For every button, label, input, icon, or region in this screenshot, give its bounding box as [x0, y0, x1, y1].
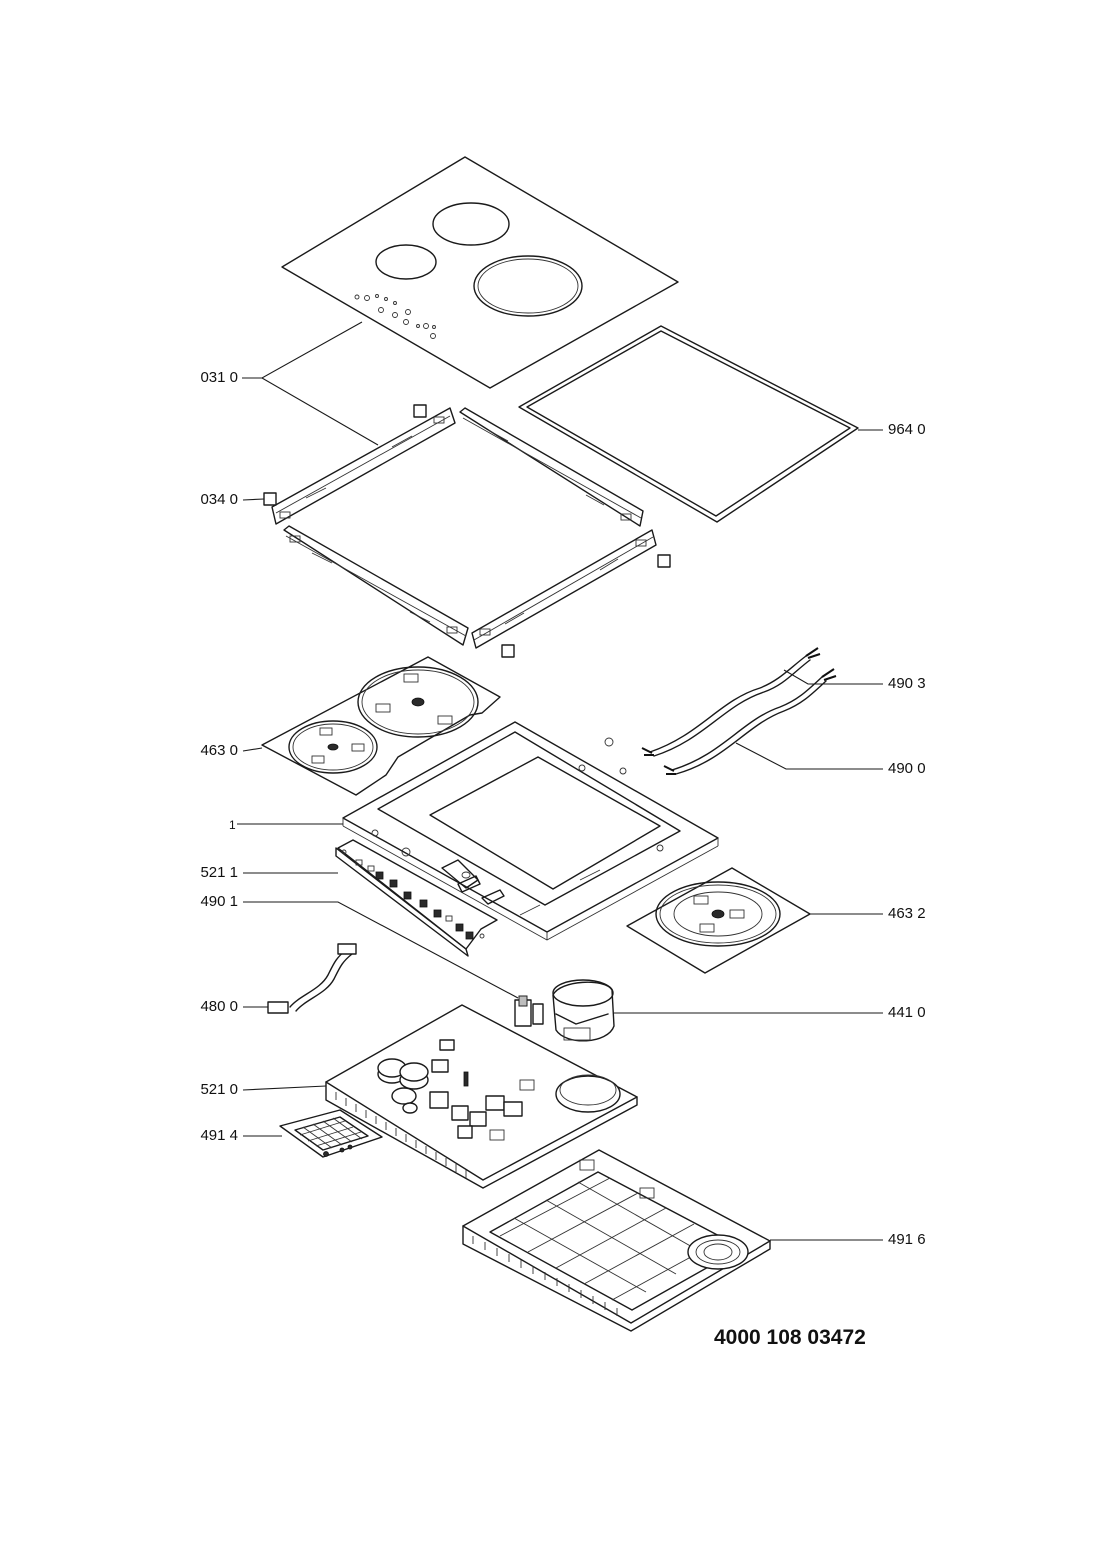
gasket-seal [518, 325, 859, 523]
part-label-031-0: 031 0 [200, 369, 238, 386]
touch-control-markings [354, 294, 436, 339]
part-label-1: 1 [229, 818, 236, 832]
bottom-housing [462, 1149, 771, 1332]
frame-profiles [263, 404, 671, 658]
induction-coil-plate [261, 656, 501, 796]
glass-cooktop-top [281, 156, 679, 389]
base-tray [342, 721, 719, 941]
ribbon-cable [267, 943, 357, 1014]
frame-clip [657, 554, 671, 568]
part-label-490-0: 490 0 [888, 760, 926, 777]
frame-clip [413, 404, 427, 418]
part-label-463-2: 463 2 [888, 905, 926, 922]
part-label-521-0: 521 0 [200, 1081, 238, 1098]
drawing-number: 4000 108 03472 [714, 1326, 866, 1349]
frame-clip [263, 492, 277, 506]
part-label-034-0: 034 0 [200, 491, 238, 508]
part-label-521-1: 521 1 [200, 864, 238, 881]
power-pcb [325, 1004, 638, 1189]
power-cables [641, 647, 837, 775]
part-label-463-0: 463 0 [200, 742, 238, 759]
rear-induction-coil [626, 867, 811, 974]
part-label-490-1: 490 1 [200, 893, 238, 910]
part-label-441-0: 441 0 [888, 1004, 926, 1021]
part-label-964-0: 964 0 [888, 421, 926, 438]
part-label-480-0: 480 0 [200, 998, 238, 1015]
control-pcb [335, 839, 498, 957]
part-label-491-6: 491 6 [888, 1231, 926, 1248]
cooling-fan [514, 979, 615, 1042]
air-filter [279, 1109, 383, 1158]
part-label-490-3: 490 3 [888, 675, 926, 692]
part-label-491-4: 491 4 [200, 1127, 238, 1144]
frame-clip [501, 644, 515, 658]
pcb-components [377, 1039, 535, 1141]
leader-lines [237, 321, 883, 1241]
